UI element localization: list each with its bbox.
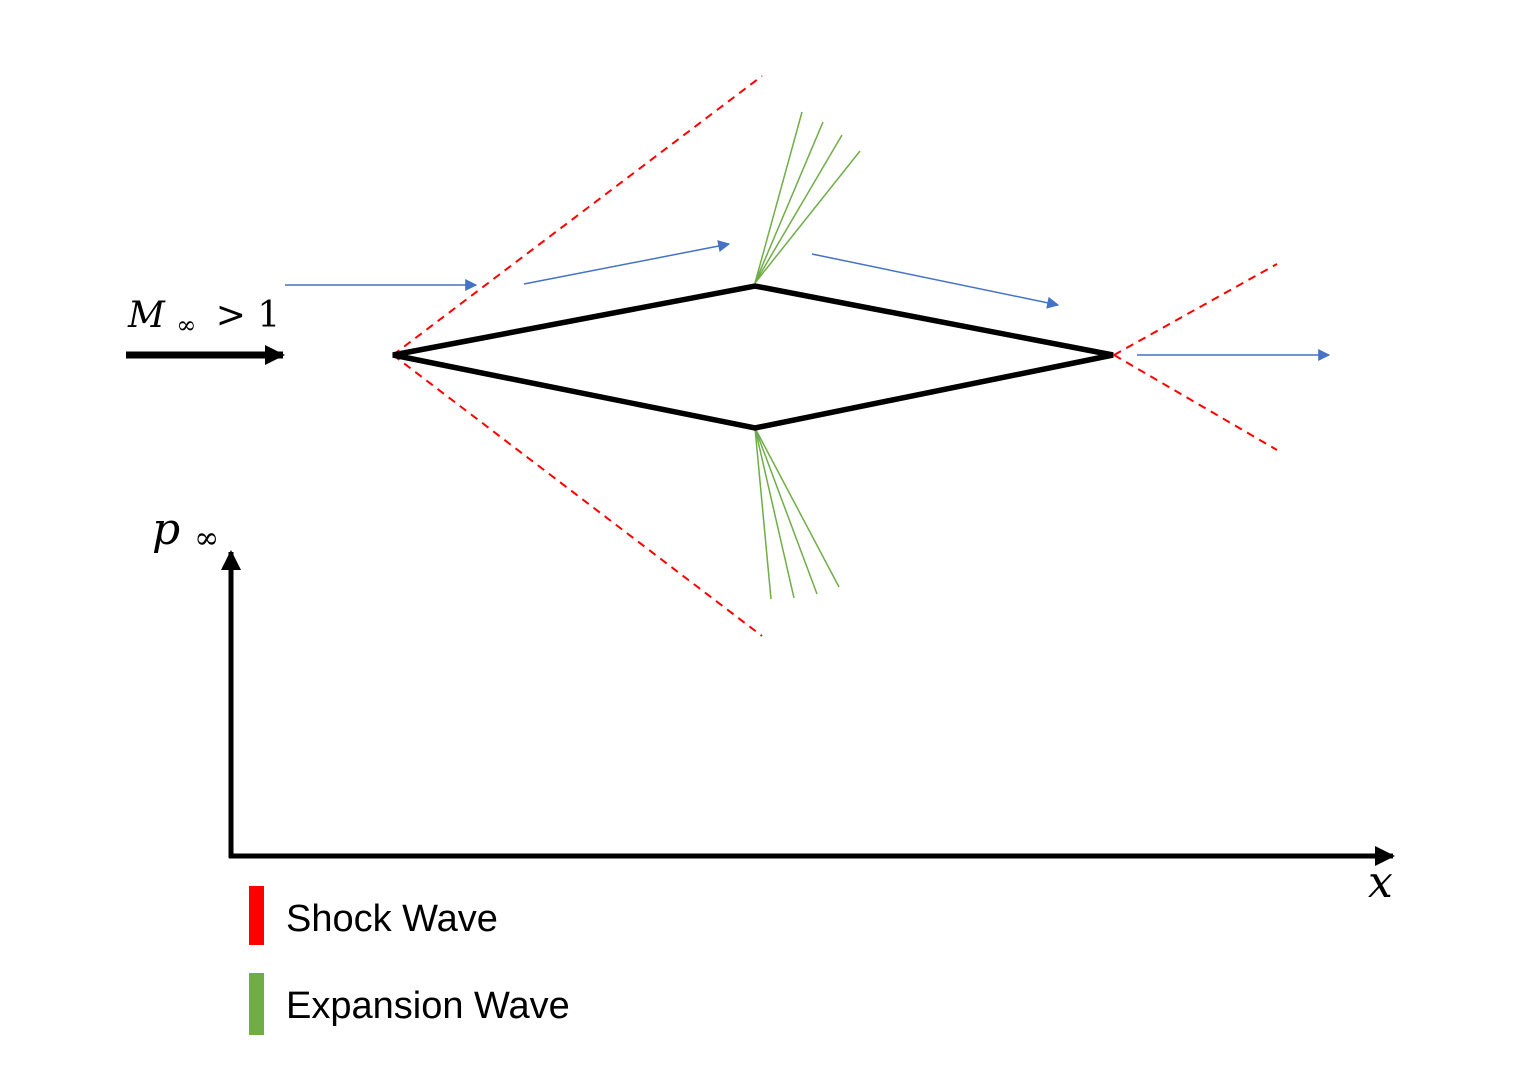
diamond-airfoil <box>392 283 1114 431</box>
trailing-edge-lower-shock <box>1113 354 1278 451</box>
legend-swatch-expansion <box>249 973 264 1035</box>
y-axis-symbol: p <box>152 504 180 555</box>
leading-edge-upper-shock <box>392 75 763 356</box>
lower-expansion-fan <box>754 427 840 600</box>
upper-expansion-ray <box>754 150 861 284</box>
legend: Shock Wave Expansion Wave <box>249 886 570 1035</box>
lower-expansion-ray <box>754 427 772 600</box>
lower-expansion-ray <box>754 427 818 595</box>
shock-waves <box>392 75 1278 637</box>
mach-relation: > 1 <box>216 295 281 336</box>
streamline-expansion <box>811 253 1060 309</box>
y-axis-label: p ∞ <box>152 504 219 556</box>
lower-expansion-ray <box>754 427 795 599</box>
upper-expansion-ray <box>754 111 803 284</box>
freestream-mach-group: M ∞ > 1 <box>126 295 285 365</box>
mach-subscript: ∞ <box>176 311 196 339</box>
upper-expansion-ray <box>754 134 843 284</box>
pressure-axes: p ∞ x <box>152 504 1395 908</box>
upper-expansion-ray <box>754 121 824 284</box>
streamlines <box>285 240 1331 361</box>
legend-swatch-shock <box>249 886 264 945</box>
leading-edge-lower-shock <box>392 354 763 637</box>
freestream-mach-label: M ∞ > 1 <box>127 295 280 342</box>
x-axis-label: x <box>1368 857 1393 908</box>
legend-label-shock: Shock Wave <box>286 898 498 940</box>
streamline-compression <box>523 240 731 285</box>
mach-symbol: M <box>127 295 166 336</box>
upper-expansion-fan <box>754 111 861 284</box>
trailing-edge-upper-shock <box>1113 263 1278 356</box>
legend-label-expansion: Expansion Wave <box>286 985 570 1027</box>
lower-expansion-ray <box>754 427 840 588</box>
y-axis-subscript: ∞ <box>194 521 219 556</box>
